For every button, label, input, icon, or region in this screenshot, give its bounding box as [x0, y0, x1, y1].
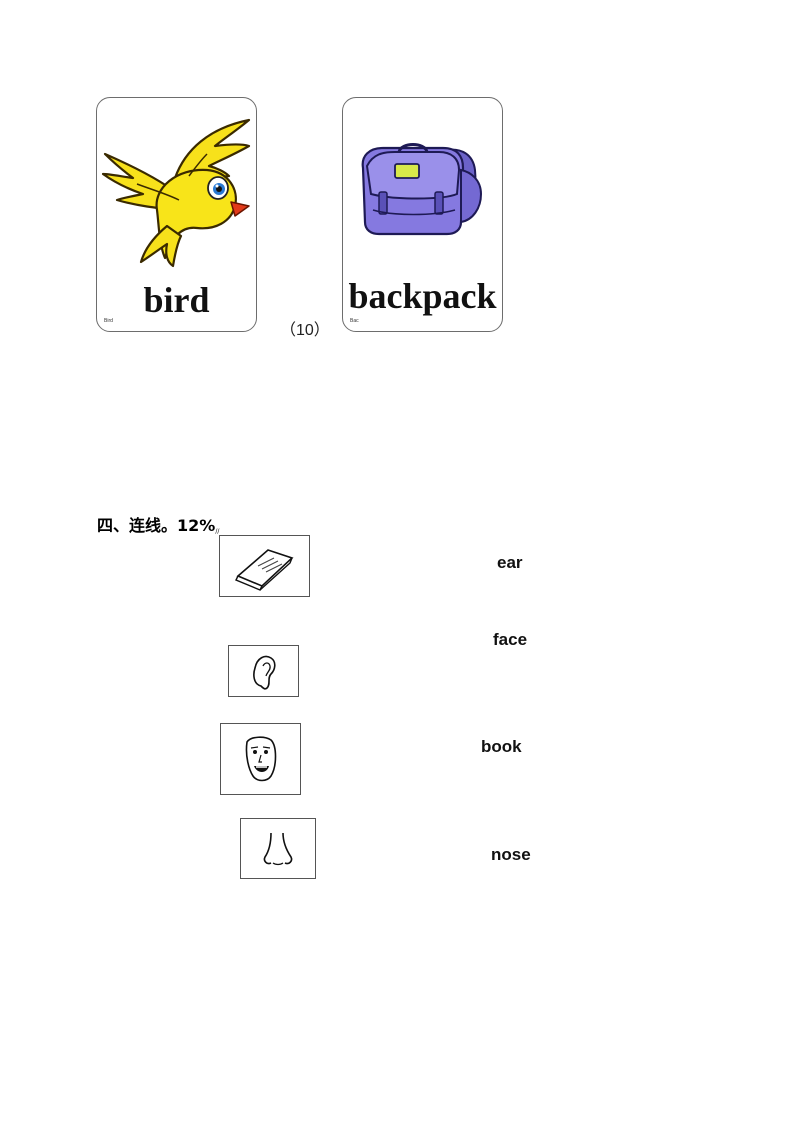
word-nose[interactable]: nose — [491, 845, 531, 864]
picture-box-ear[interactable] — [228, 645, 299, 697]
ear-icon — [253, 655, 276, 690]
section-score-mark: // — [215, 528, 220, 535]
flashcard-backpack: backpack Bac — [342, 97, 503, 332]
card-code-backpack: Bac — [350, 318, 359, 324]
picture-box-face[interactable] — [220, 723, 301, 795]
card-code-bird: Bird — [104, 318, 113, 324]
picture-box-nose[interactable] — [240, 818, 316, 879]
bird-icon — [101, 118, 251, 268]
card-word-bird: bird — [143, 280, 210, 320]
section-title-text: 四、连线。12% — [97, 516, 216, 535]
picture-box-book[interactable] — [219, 535, 310, 597]
question-number: （10） — [280, 322, 330, 339]
flashcard-bird: bird Bird — [96, 97, 257, 332]
section-title: 四、连线。12%// — [97, 512, 219, 536]
card-word-backpack: backpack — [348, 276, 497, 316]
nose-icon — [263, 832, 293, 866]
word-ear[interactable]: ear — [497, 553, 523, 572]
word-face[interactable]: face — [493, 630, 528, 649]
backpack-icon — [361, 143, 483, 236]
word-book[interactable]: book — [481, 737, 522, 756]
book-icon — [235, 549, 294, 591]
face-icon — [245, 736, 277, 782]
